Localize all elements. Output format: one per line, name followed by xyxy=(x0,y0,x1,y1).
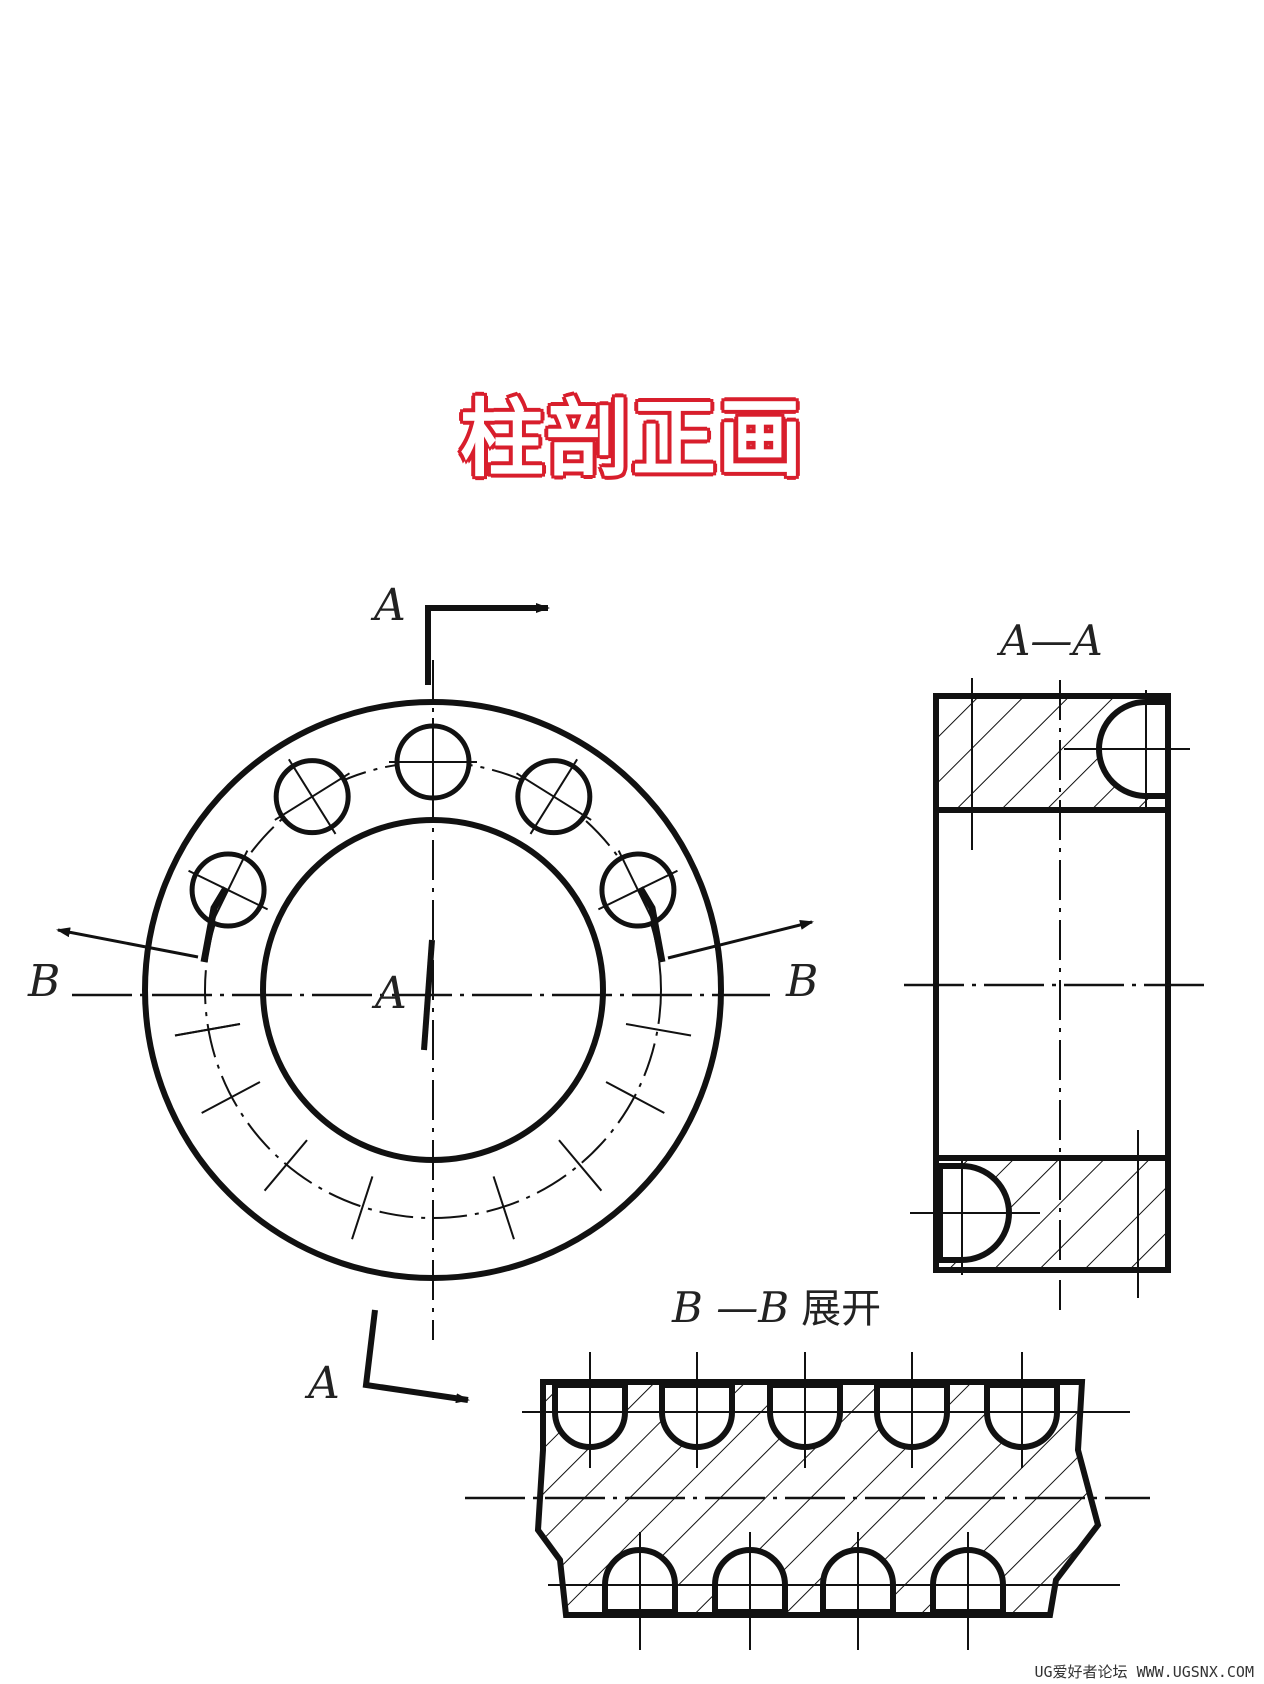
cut-plane-mark-right xyxy=(636,886,666,963)
label-a-top: A xyxy=(370,580,406,631)
front-view xyxy=(56,603,814,1404)
label-section-bb-letters: B —B xyxy=(671,1283,789,1332)
hole-group xyxy=(188,718,678,931)
section-a-bottom-symbol xyxy=(362,1309,470,1404)
section-aa-view xyxy=(904,678,1206,1310)
radial-tick xyxy=(174,1023,241,1037)
radial-tick xyxy=(625,1023,692,1037)
page-title: 柱剖正画 xyxy=(459,390,804,488)
section-bb-view xyxy=(465,1352,1150,1650)
label-a-bottom: A xyxy=(304,1358,340,1409)
section-b-left-arrow xyxy=(56,927,199,959)
radial-tick xyxy=(351,1176,374,1240)
radial-tick xyxy=(558,1139,603,1192)
radial-tick xyxy=(263,1139,308,1192)
label-section-aa: A—A xyxy=(996,616,1103,665)
section-b-right-arrow xyxy=(667,920,814,960)
label-a-center: A xyxy=(371,968,407,1019)
radial-tick xyxy=(605,1081,665,1114)
section-a-center-mark xyxy=(421,939,435,1051)
label-b-right: B xyxy=(785,956,818,1007)
aa-outline xyxy=(933,693,1171,1273)
hole-tangent-line xyxy=(515,772,592,821)
hole-tangent-line xyxy=(274,772,351,821)
bb-hole-group xyxy=(552,1352,1060,1650)
radial-tick-group xyxy=(174,1023,692,1240)
section-a-top-symbol xyxy=(425,603,550,685)
radial-tick xyxy=(201,1081,261,1114)
label-section-bb: B —B 展开 xyxy=(671,1283,881,1332)
bb-outline xyxy=(534,1379,1102,1618)
label-b-left: B xyxy=(27,956,60,1007)
label-section-bb-suffix: 展开 xyxy=(801,1286,881,1332)
watermark: UG爱好者论坛 WWW.UGSNX.COM xyxy=(1034,1663,1255,1681)
cut-plane-mark-left xyxy=(200,886,230,963)
radial-tick xyxy=(492,1176,515,1240)
